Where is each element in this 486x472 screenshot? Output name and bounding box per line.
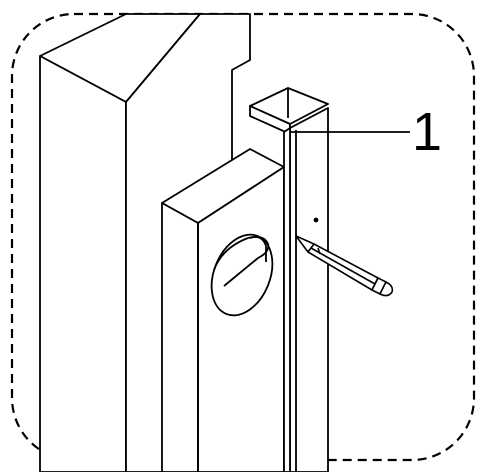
callout-label-1: 1 xyxy=(412,102,442,162)
latch-cutout xyxy=(210,233,274,317)
pencil-icon xyxy=(295,235,394,297)
strike-plate xyxy=(249,87,329,472)
marking-dot xyxy=(313,217,319,223)
lock-body xyxy=(161,148,285,472)
